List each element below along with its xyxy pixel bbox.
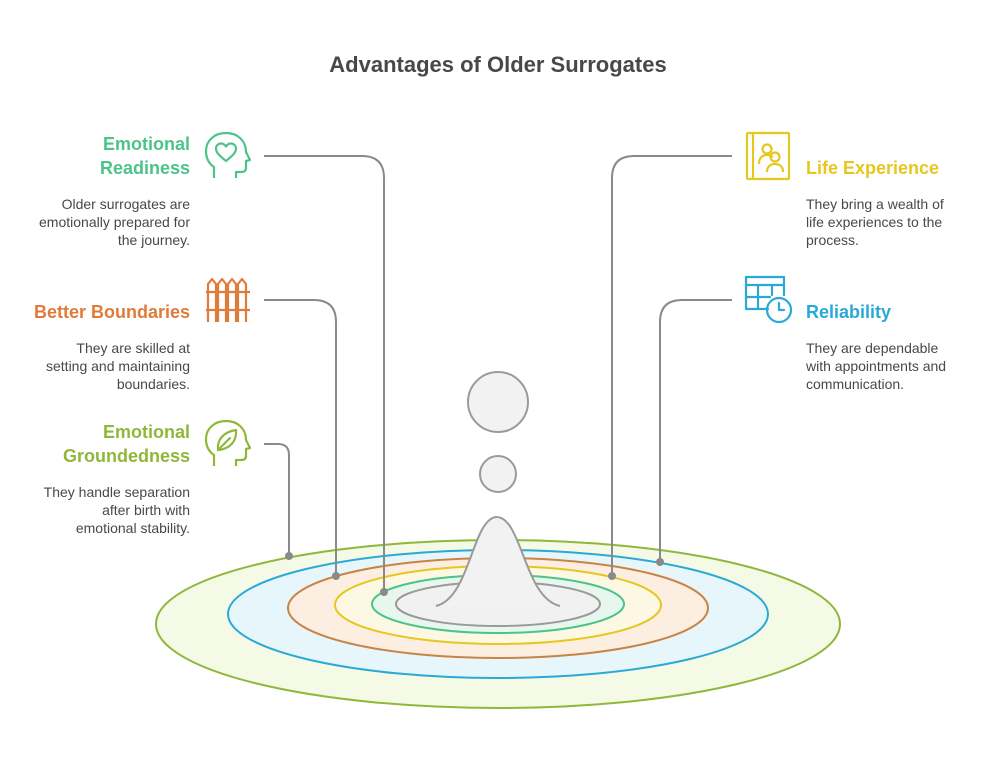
leaf-head-icon [204,419,252,466]
emotional-readiness-heading-line2: Readiness [99,158,190,178]
splash-column [435,515,561,607]
desc-line: with appointments and [806,358,947,374]
connector-dot-reliability [656,558,664,566]
connector-emotional-readiness [264,155,385,592]
connector-life-experience [611,155,732,576]
life-experience-heading: Life Experience [806,158,940,178]
emotional-groundedness-heading-line1: Emotional [102,422,190,442]
desc-line: emotionally prepared for [39,214,190,230]
page-title: Advantages of Older Surrogates [329,52,667,77]
desc-line: communication. [806,376,905,392]
emotional-readiness-heading: Emotional Readiness [40,132,190,180]
connector-reliability [659,299,732,562]
emotional-readiness-heading-line1: Emotional [102,134,190,154]
connector-better-boundaries [264,299,337,576]
droplet-large [467,371,529,433]
desc-line: They handle separation [43,484,190,500]
connector-dot-emotional-readiness [380,588,388,596]
desc-line: setting and maintaining [46,358,190,374]
emotional-groundedness-heading: Emotional Groundedness [20,420,190,468]
fence-icon [206,277,250,322]
reliability-heading: Reliability [806,302,892,322]
connector-dot-better-boundaries [332,572,340,580]
better-boundaries-description: They are skilled at setting and maintain… [0,339,190,393]
desc-line: They bring a wealth of [806,196,944,212]
better-boundaries-heading: Better Boundaries [33,302,190,322]
desc-line: the journey. [117,232,190,248]
photo-album-icon [745,131,791,181]
reliability-description: They are dependable with appointments an… [806,339,986,393]
emotional-readiness-description: Older surrogates are emotionally prepare… [0,195,190,249]
desc-line: boundaries. [116,376,190,392]
connector-emotional-groundedness [264,443,290,556]
desc-line: process. [806,232,859,248]
desc-line: They are dependable [806,340,939,356]
desc-line: life experiences to the [806,214,943,230]
desc-line: after birth with [102,502,190,518]
heart-head-icon [204,131,252,178]
desc-line: emotional stability. [75,520,190,536]
emotional-groundedness-description: They handle separation after birth with … [0,483,190,537]
connector-dot-life-experience [608,572,616,580]
emotional-groundedness-heading-line2: Groundedness [62,446,190,466]
connector-dot-emotional-groundedness [285,552,293,560]
life-experience-description: They bring a wealth of life experiences … [806,195,986,249]
calendar-clock-icon [744,275,793,324]
desc-line: Older surrogates are [61,196,190,212]
droplet-small [479,455,517,493]
desc-line: They are skilled at [76,340,190,356]
